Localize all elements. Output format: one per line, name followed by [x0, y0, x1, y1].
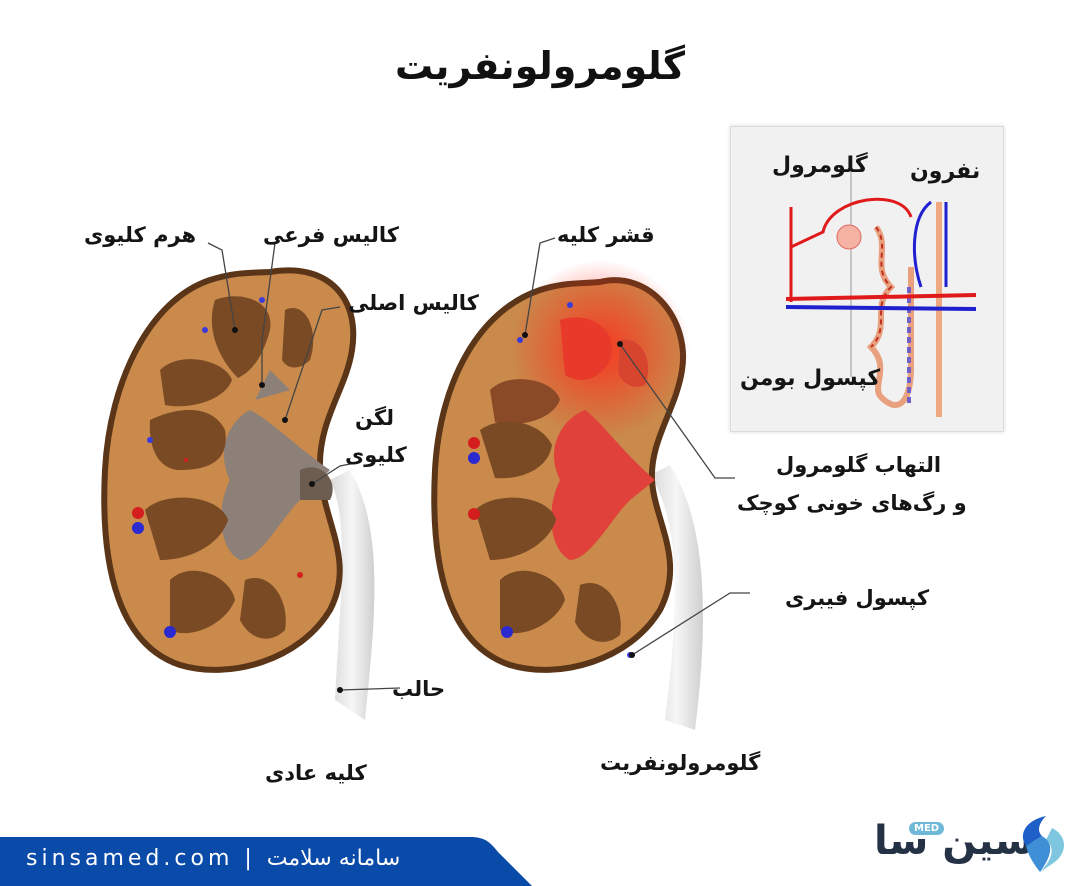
caption-glomerulonephritis: گلومرولونفریت: [600, 751, 761, 775]
label-ureter: حالب: [392, 677, 446, 701]
inflamed-kidney: [431, 260, 703, 730]
label-inflammation-2: و رگ‌های خونی کوچک: [737, 491, 967, 515]
label-renal-pelvis-1: لگن: [355, 406, 394, 430]
label-fibrous-capsule: کپسول فیبری: [785, 586, 930, 610]
logo-med-badge: MED: [909, 822, 945, 835]
tagline: سامانه سلامت: [266, 846, 401, 871]
caption-normal-kidney: کلیه عادی: [265, 761, 367, 785]
footer-text: sinsamed.com | سامانه سلامت: [26, 846, 400, 871]
nephron-inset: [730, 126, 1004, 432]
label-minor-calyx: کالیس فرعی: [263, 223, 399, 247]
nephron-diagram: [785, 167, 977, 417]
label-nephron: نفرون: [910, 159, 981, 184]
logo-wordmark[interactable]: سین سا: [874, 818, 1034, 864]
site-link[interactable]: sinsamed.com: [26, 846, 234, 871]
leader-lines: [207, 237, 750, 691]
normal-kidney: [101, 267, 375, 720]
label-renal-pelvis-2: کلیوی: [345, 443, 407, 467]
page-title: گلومرولونفریت: [394, 44, 686, 88]
label-renal-pyramid: هرم کلیوی: [84, 223, 197, 247]
label-major-calyx: کالیس اصلی: [348, 291, 479, 315]
label-bowman-capsule: کپسول بومن: [740, 366, 881, 391]
footer-banner: [0, 837, 532, 886]
separator: |: [244, 846, 256, 871]
logo-icon[interactable]: [1012, 814, 1070, 876]
label-glomerulus: گلومرول: [772, 153, 868, 178]
label-inflammation-1: التهاب گلومرول: [776, 453, 942, 477]
label-renal-cortex: قشر کلیه: [557, 223, 655, 247]
